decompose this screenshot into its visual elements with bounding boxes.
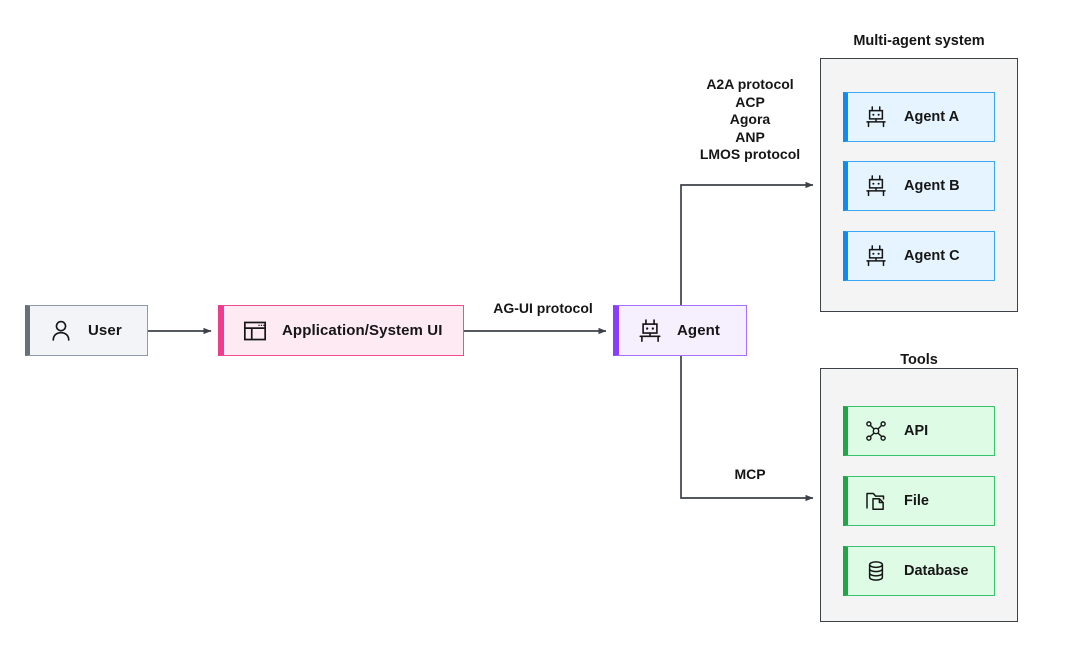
database-icon bbox=[868, 561, 884, 581]
group-title-multi-agent-system: Multi-agent system bbox=[853, 33, 985, 49]
edge-label-ag-ui-protocol: AG-UI protocol bbox=[493, 300, 593, 316]
robot-agent-icon bbox=[639, 318, 661, 342]
card-agent-c[interactable]: Agent C bbox=[843, 231, 995, 281]
user-icon bbox=[52, 320, 70, 341]
window-ui-icon bbox=[243, 321, 267, 340]
node-agent[interactable]: Agent bbox=[613, 305, 747, 356]
card-agent-b[interactable]: Agent B bbox=[843, 161, 995, 211]
node-application-system-ui[interactable]: Application/System UI bbox=[218, 305, 464, 356]
node-agent-label: Agent bbox=[677, 322, 720, 339]
group-title-tools: Tools bbox=[900, 352, 938, 368]
protocol-label-4: LMOS protocol bbox=[699, 146, 801, 162]
card-agent-a-label: Agent A bbox=[904, 109, 960, 125]
robot-agent-icon bbox=[866, 245, 886, 267]
card-tool-api-label: API bbox=[904, 423, 929, 439]
protocol-label-2: Agora bbox=[729, 111, 771, 127]
card-agent-c-label: Agent C bbox=[904, 248, 960, 264]
card-agent-a[interactable]: Agent A bbox=[843, 92, 995, 142]
node-user[interactable]: User bbox=[25, 305, 148, 356]
robot-agent-icon bbox=[866, 175, 886, 197]
node-user-label: User bbox=[88, 322, 122, 339]
edge-agent-to-multi-agent-system bbox=[680, 181, 814, 305]
card-tool-database[interactable]: Database bbox=[843, 546, 995, 596]
card-tool-database-label: Database bbox=[904, 563, 969, 579]
card-tool-api[interactable]: API bbox=[843, 406, 995, 456]
api-hub-icon bbox=[866, 421, 886, 441]
edge-label-mcp: MCP bbox=[734, 466, 766, 482]
protocol-label-1: ACP bbox=[735, 93, 765, 110]
edge-label-agent-protocols: A2A protocol ACP Agora ANP LMOS protocol bbox=[670, 76, 830, 164]
protocol-label-0: A2A protocol bbox=[706, 76, 794, 92]
card-agent-b-label: Agent B bbox=[904, 178, 960, 194]
card-tool-file[interactable]: File bbox=[843, 476, 995, 526]
robot-agent-icon bbox=[866, 106, 886, 128]
node-application-system-ui-label: Application/System UI bbox=[282, 322, 443, 339]
card-tool-file-label: File bbox=[904, 493, 929, 509]
protocol-label-3: ANP bbox=[735, 128, 765, 145]
folder-document-icon bbox=[866, 492, 885, 510]
